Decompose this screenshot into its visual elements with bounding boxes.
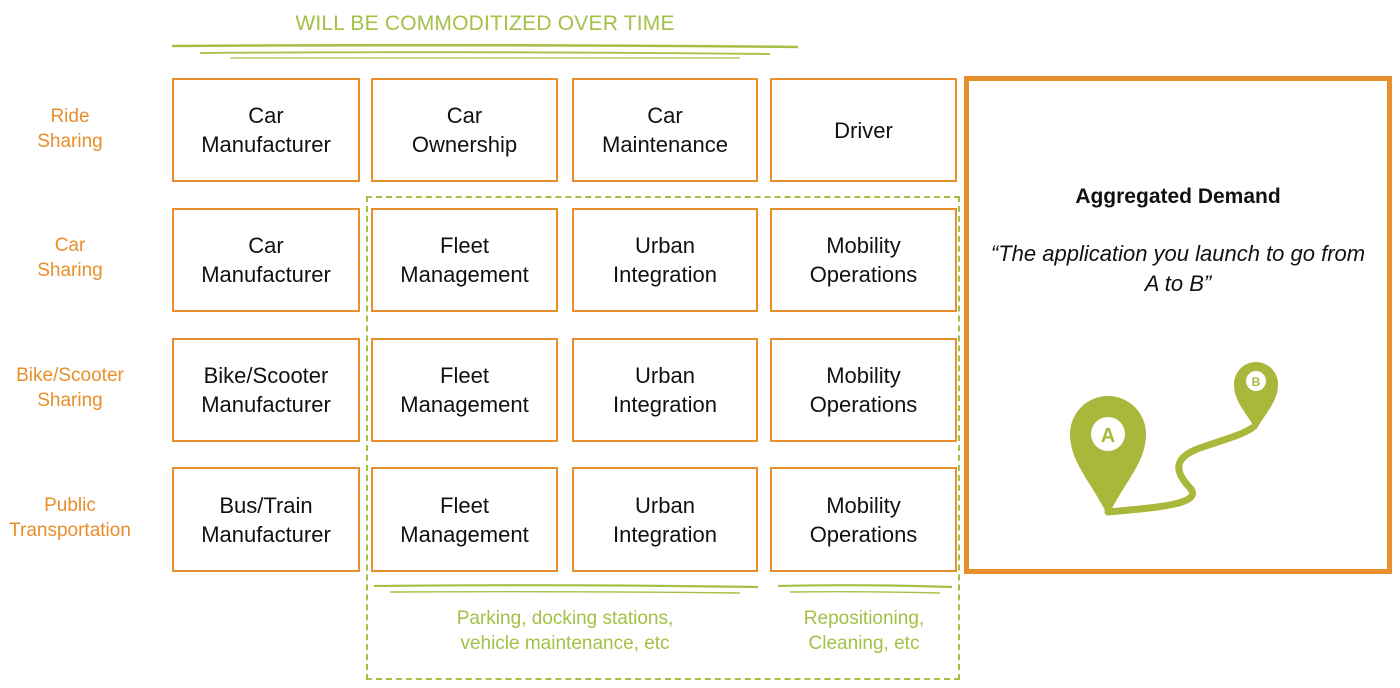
row-label-public-transportation: Public Transportation bbox=[9, 495, 131, 541]
cell-r3-c1: Fleet Management bbox=[371, 467, 558, 572]
aggregated-demand-title: Aggregated Demand bbox=[1075, 185, 1281, 208]
commoditized-header: WILL BE COMMODITIZED OVER TIME bbox=[295, 12, 675, 35]
cell-r1-c1: Fleet Management bbox=[371, 208, 558, 312]
infrastructure-note: Parking, docking stations, vehicle maint… bbox=[456, 608, 674, 654]
cell-r2-c1: Fleet Management bbox=[371, 338, 558, 442]
cell-r3-c0: Bus/Train Manufacturer bbox=[172, 467, 360, 572]
row-label-ride-sharing: Ride Sharing bbox=[37, 106, 103, 152]
cell-r1-c2: Urban Integration bbox=[572, 208, 758, 312]
cell-r2-c3: Mobility Operations bbox=[770, 338, 957, 442]
cell-r0-c2: Car Maintenance bbox=[572, 78, 758, 182]
operations-note: Repositioning, Cleaning, etc bbox=[803, 608, 925, 654]
cell-r1-c3: Mobility Operations bbox=[770, 208, 957, 312]
aggregated-demand-quote: “The application you launch to go from A… bbox=[990, 241, 1366, 296]
pin-a-label: A bbox=[1101, 425, 1115, 447]
cell-r0-c1: Car Ownership bbox=[371, 78, 558, 182]
commoditized-services-region bbox=[366, 196, 960, 680]
aggregated-demand-panel: Aggregated Demand “The application you l… bbox=[964, 76, 1392, 574]
row-label-car-sharing: Car Sharing bbox=[37, 235, 103, 281]
cell-r2-c2: Urban Integration bbox=[572, 338, 758, 442]
route-path-icon bbox=[1104, 424, 1256, 516]
map-pin-a-icon: A bbox=[1070, 396, 1146, 516]
cell-r1-c0: Car Manufacturer bbox=[172, 208, 360, 312]
row-label-bike-scooter-sharing: Bike/Scooter Sharing bbox=[16, 365, 124, 411]
map-pin-b-icon: B bbox=[1234, 362, 1278, 430]
cell-r2-c0: Bike/Scooter Manufacturer bbox=[172, 338, 360, 442]
cell-r0-c0: Car Manufacturer bbox=[172, 78, 360, 182]
cell-r0-c3: Driver bbox=[770, 78, 957, 182]
pin-b-label: B bbox=[1252, 375, 1261, 389]
cell-r3-c2: Urban Integration bbox=[572, 467, 758, 572]
cell-r3-c3: Mobility Operations bbox=[770, 467, 957, 572]
